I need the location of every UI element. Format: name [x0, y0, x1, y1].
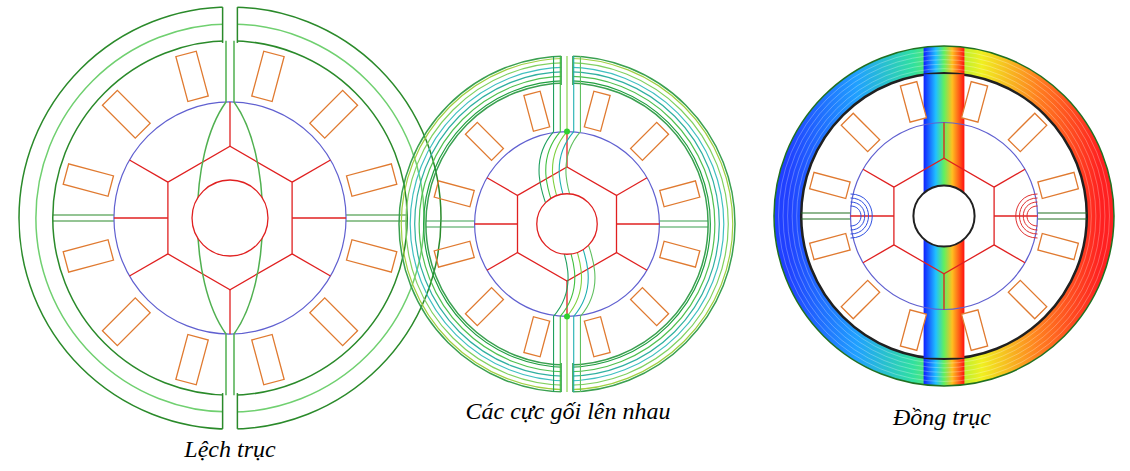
motor-section — [19, 5, 441, 431]
motor-section — [399, 54, 735, 394]
motor-section — [770, 42, 1118, 390]
caption-left: Lệch trục — [184, 436, 275, 463]
caption-middle: Các cực gối lên nhau — [465, 398, 670, 425]
caption-right: Đồng trục — [893, 404, 991, 431]
